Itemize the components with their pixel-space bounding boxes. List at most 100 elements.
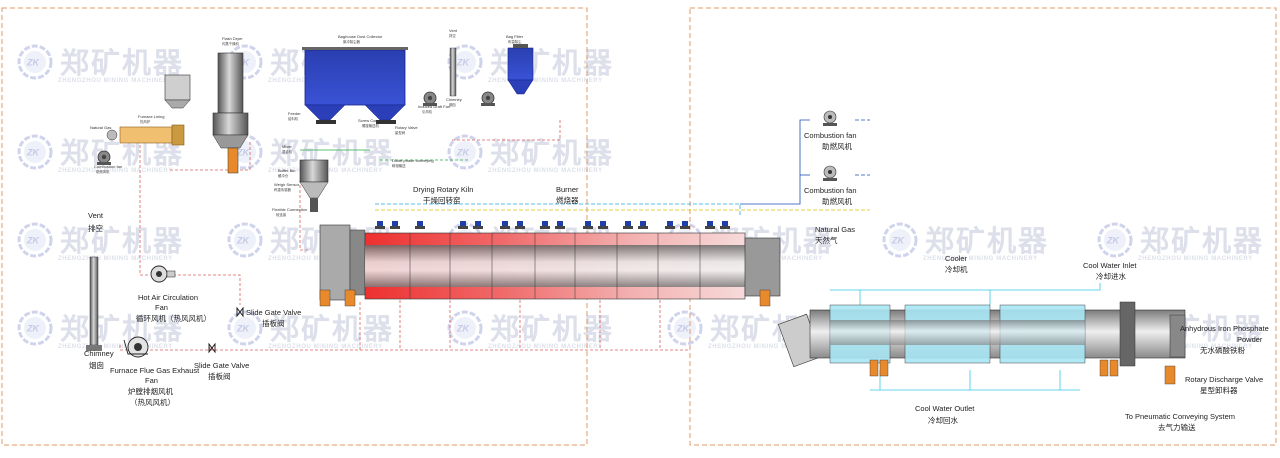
rotary-valve-label: Rotary Valve — [395, 125, 418, 130]
drying-kiln-label: Drying Rotary Kiln — [413, 185, 473, 194]
watermark-brand-cn: 郑矿机器 — [1140, 224, 1264, 258]
mixer-label-cn: 混合机 — [282, 149, 293, 154]
burner-unit-icon — [540, 221, 550, 229]
cooler-support — [1099, 359, 1109, 377]
chimney-small-label: Chimney — [446, 97, 462, 102]
slide-gate-valve-1-label: Slide Gate Valve — [246, 308, 301, 317]
burner-label: Burner — [556, 185, 579, 194]
watermark-brand-cn: 郑矿机器 — [60, 224, 184, 258]
burner-unit-icon — [665, 221, 675, 229]
hot-air-fan-label-2: Fan — [155, 303, 168, 312]
slide-gate-valve-2-label: Slide Gate Valve — [194, 361, 249, 370]
baghouse-label-cn: 脉冲除尘器 — [343, 39, 361, 44]
watermark-brand-cn: 郑矿机器 — [270, 312, 394, 346]
kiln-support — [344, 289, 356, 307]
flue-gas-fan-label: Furnace Flue Gas Exhaust — [110, 366, 200, 375]
vent-small-label-cn: 排空 — [449, 33, 456, 38]
burner-unit-icon — [515, 221, 525, 229]
screw-conveyor-label-cn: 螺旋输送机 — [362, 123, 380, 128]
cooler-support — [869, 359, 879, 377]
hot-air-furnace — [106, 124, 185, 146]
cool-water-inlet-label-cn: 冷却进水 — [1096, 271, 1126, 281]
rotary-discharge-valve-label-cn: 星型卸料器 — [1200, 385, 1238, 395]
slide-gate-valve-1-icon — [236, 307, 244, 317]
hot-air-circulation-fan-icon — [150, 265, 176, 283]
buffer-bin — [299, 159, 329, 212]
burner-unit-icon — [638, 221, 648, 229]
watermark-brand-en: ZHENGZHOU MINING MACHINERY — [268, 344, 383, 350]
feed-hopper — [164, 74, 191, 101]
burner-unit-icon — [555, 221, 565, 229]
hot-air-fan-label: Hot Air Circulation — [138, 293, 198, 302]
flexible-conn-label-cn: 软连接 — [276, 212, 287, 217]
watermark-brand-en: ZHENGZHOU MINING MACHINERY — [488, 78, 603, 84]
right-section-frame — [689, 7, 1277, 446]
rotary-discharge-valve-label: Rotary Discharge Valve — [1185, 375, 1263, 384]
watermark-brand-cn: 郑矿机器 — [925, 224, 1049, 258]
drying-kiln-label-cn: 干燥回转窑 — [423, 195, 461, 205]
dilute-phase-label: Dilute-phase conveying — [392, 158, 434, 163]
combustion-fan-small-icon — [96, 150, 112, 166]
induced-fan-label-cn: 引风机 — [422, 109, 433, 114]
vent-label: Vent — [88, 211, 104, 220]
burner-unit-icon — [415, 221, 425, 229]
burner-unit-icon — [598, 221, 608, 229]
burner-unit-icon — [705, 221, 715, 229]
combustion-fan-2-icon — [823, 165, 837, 181]
rotary-valve-label-cn: 星型阀 — [395, 130, 406, 135]
burner-unit-icon — [680, 221, 690, 229]
watermark-brand-en: ZHENGZHOU MINING MACHINERY — [58, 344, 173, 350]
burner-unit-icon — [390, 221, 400, 229]
furnace-label-cn: 热风炉 — [140, 119, 151, 124]
feeder-label: Feeder — [288, 111, 301, 116]
watermark-brand-en: ZHENGZHOU MINING MACHINERY — [1138, 256, 1253, 262]
slide-gate-valve-1-label-cn: 插板阀 — [262, 318, 285, 328]
induced-fan-label: Induced Draft Fan — [418, 104, 450, 109]
weigh-sensor-label-cn: 称重传感器 — [274, 187, 292, 192]
cooler-label-cn: 冷却机 — [945, 264, 968, 274]
baghouse-label: Baghouse Dust Collector — [338, 34, 383, 39]
left-chimney — [89, 256, 99, 346]
combustion-fan-1-label-cn: 助燃风机 — [822, 141, 852, 151]
bag-filter-label-cn: 布袋除尘 — [508, 39, 522, 44]
screw-conveyor-label: Screw Conveyor — [358, 118, 388, 123]
furnace-label: Furnace Lining — [138, 114, 164, 119]
flash-dryer-label: Flash Dryer — [222, 36, 243, 41]
burner-unit-icon — [623, 221, 633, 229]
watermark-brand-en: ZHENGZHOU MINING MACHINERY — [58, 78, 173, 84]
watermark-brand-cn: 郑矿机器 — [490, 136, 614, 170]
watermark-brand-en: ZHENGZHOU MINING MACHINERY — [488, 344, 603, 350]
watermark-brand-cn: 郑矿机器 — [490, 312, 614, 346]
hot-air-lines — [119, 120, 690, 351]
flexible-conn-label: Flexible Connection — [272, 207, 307, 212]
flue-gas-fan-label-2: Fan — [145, 376, 158, 385]
combustion-fan-1-icon — [823, 110, 837, 126]
watermark-brand-en: ZHENGZHOU MINING MACHINERY — [1138, 344, 1253, 350]
combustion-fan-small-label-cn: 助燃风机 — [96, 169, 110, 174]
cooler-label: Cooler — [945, 254, 968, 263]
natural-gas-label: Natural Gas — [815, 225, 855, 234]
buffer-bin-label-cn: 缓冲仓 — [278, 173, 289, 178]
diagram-labels: Vent 排空 Hot Air Circulation Fan 循环风机（热风风… — [84, 28, 1269, 432]
watermark-brand-cn: 郑矿机器 — [270, 136, 394, 170]
bag-filter — [507, 44, 534, 95]
combustion-fan-1-label: Combustion fan — [804, 131, 857, 140]
burner-unit-icon — [720, 221, 730, 229]
chimney-small-label-cn: 烟囱 — [449, 102, 456, 107]
watermark-brand-cn: 郑矿机器 — [60, 312, 184, 346]
burner-unit-icon — [473, 221, 483, 229]
burner-label-cn: 燃烧器 — [556, 195, 579, 205]
natural-gas-small-label: Natural Gas — [90, 125, 111, 130]
flash-dryer-label-cn: 闪蒸干燥机 — [222, 41, 240, 46]
combustion-fan-2-label-cn: 助燃风机 — [822, 196, 852, 206]
watermark-brand-cn: 郑矿机器 — [60, 46, 184, 80]
burner-unit-icon — [500, 221, 510, 229]
induced-fan-2-icon — [480, 91, 496, 107]
watermark-brand-en: ZHENGZHOU MINING MACHINERY — [923, 256, 1038, 262]
iron-phosphate-label-cn: 无水磷酸铁粉 — [1200, 345, 1245, 355]
mixer-label: Mixer — [282, 144, 292, 149]
